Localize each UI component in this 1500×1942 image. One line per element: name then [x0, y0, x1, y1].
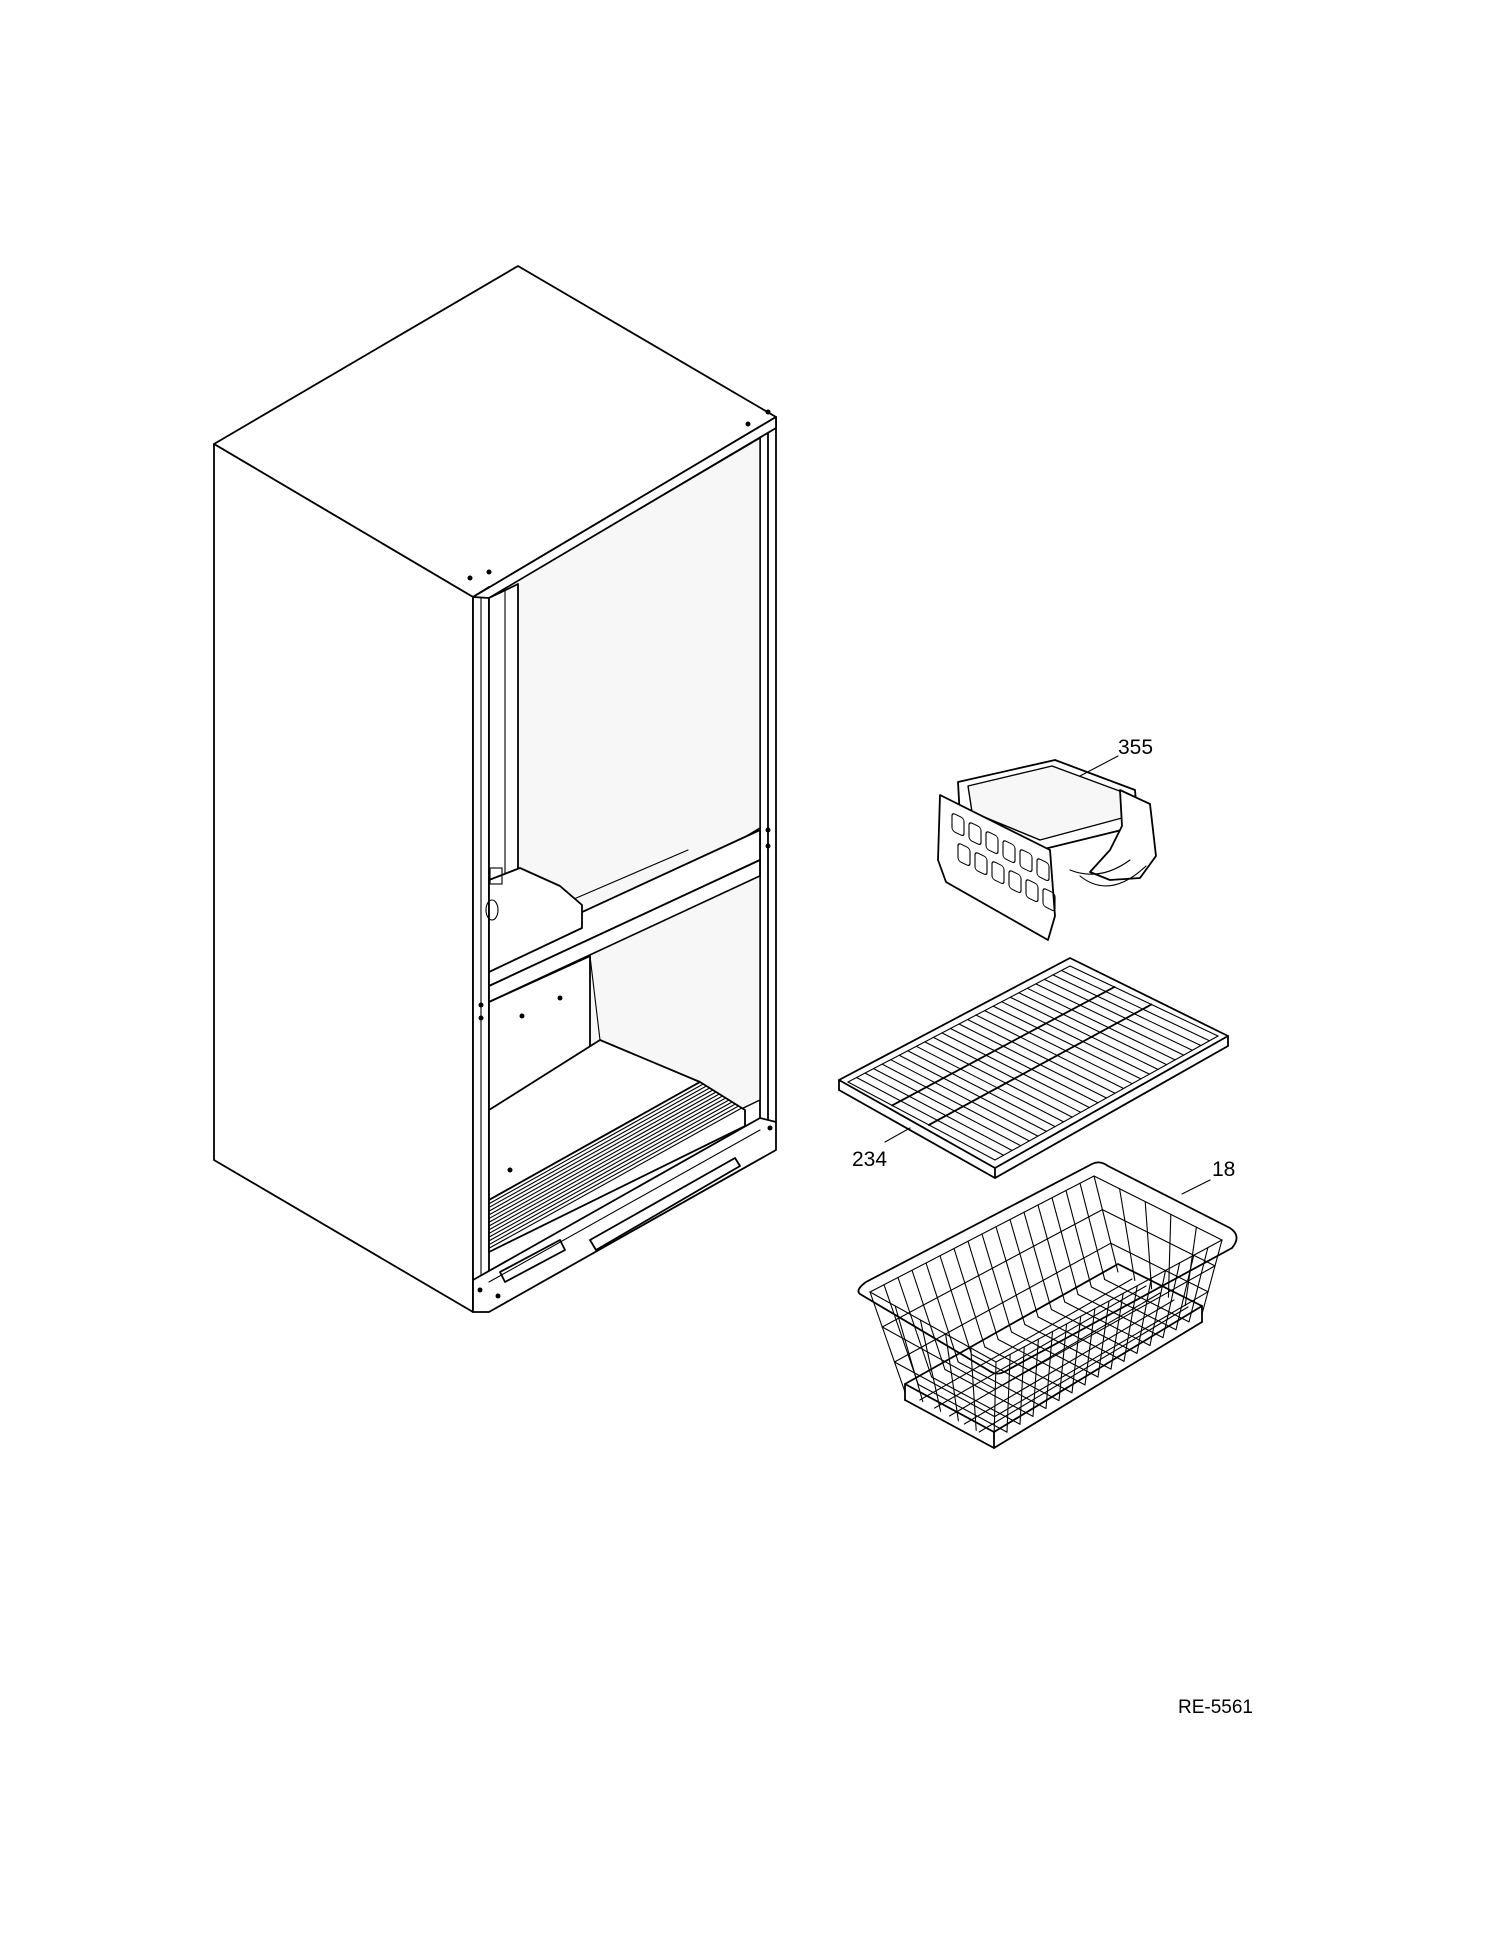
ice-bin-leader: [1079, 755, 1119, 777]
wire-shelf-part-number: 234: [852, 1148, 887, 1171]
reference-code: RE-5561: [1178, 1697, 1253, 1718]
cabinet-side: [213, 443, 474, 1313]
evaporator-cover: [488, 867, 583, 973]
wire-basket-part-number: 18: [1212, 1158, 1235, 1181]
bottom-grille: [488, 1081, 746, 1253]
wire-shelf[interactable]: [838, 957, 1229, 1179]
refrigerator-cabinet: [213, 265, 777, 1313]
wire-basket-leader: [1181, 1179, 1211, 1195]
toe-kick: [472, 1117, 777, 1313]
ice-bin[interactable]: [937, 759, 1157, 941]
cabinet-screws: [467, 409, 773, 1299]
ice-bin-part-number: 355: [1118, 736, 1153, 759]
wire-shelf-leader: [884, 1127, 911, 1143]
wire-basket[interactable]: [857, 1161, 1238, 1449]
